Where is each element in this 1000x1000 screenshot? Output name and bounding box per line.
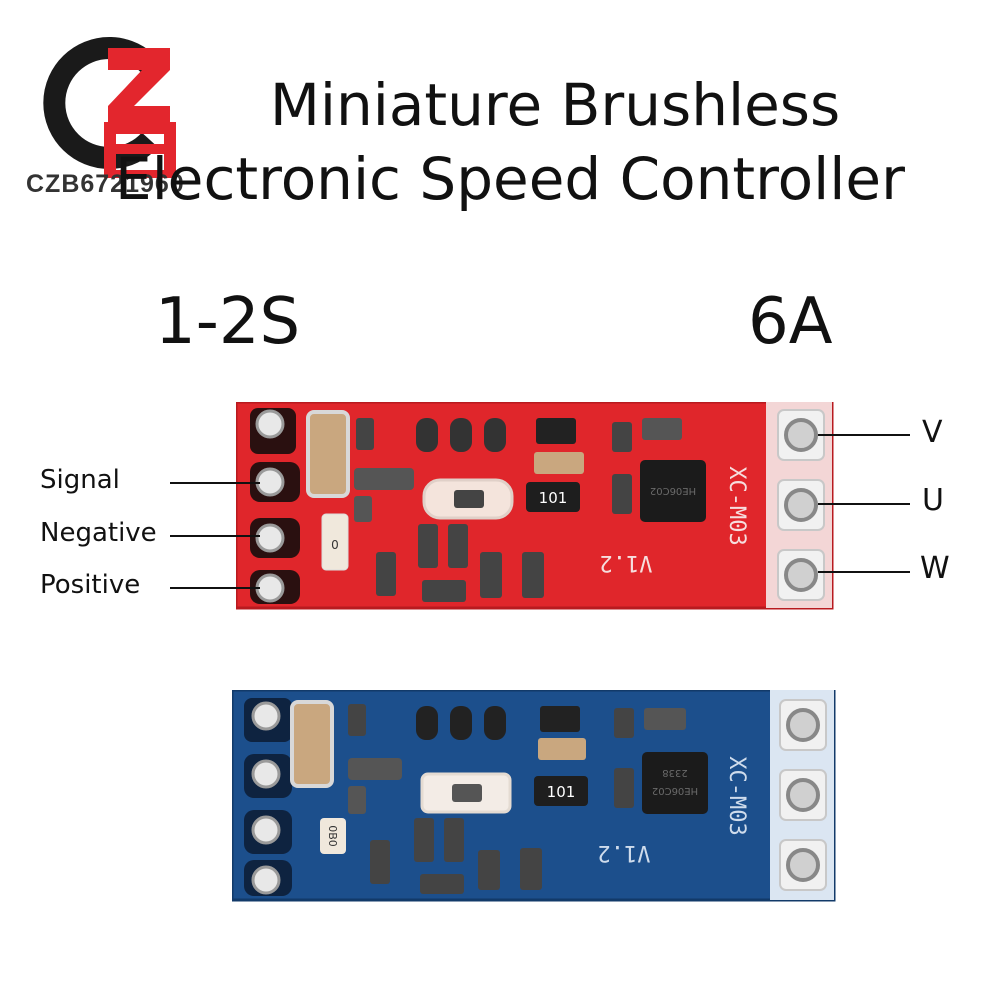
red-chip-label: HE06C02 <box>650 485 696 496</box>
negative-pin-line <box>170 535 260 537</box>
red-mosfet-chip <box>640 460 706 522</box>
blue-silk-label: XC-M03 <box>724 756 749 835</box>
title-line-1: Miniature Brushless <box>269 71 841 139</box>
red-silk-label: XC-M03 <box>724 466 749 545</box>
positive-pin-line <box>170 587 260 589</box>
red-right-pads <box>777 409 825 601</box>
blue-version-label: V1.2 <box>598 840 651 865</box>
blue-right-pads <box>779 699 827 891</box>
current-spec: 6A <box>748 285 833 359</box>
watermark: CZB6721960 <box>26 170 185 198</box>
u-pin-label: U <box>922 483 944 518</box>
positive-pin-label: Positive <box>40 570 141 600</box>
blue-resistor <box>534 776 588 806</box>
signal-pin-line <box>170 482 260 484</box>
blue-esc-board: 101 2338 HE06C02 V1.2 XC-M03 0B0 <box>232 690 836 902</box>
logo-e-shape <box>104 122 176 178</box>
red-esc-board: 101 HE06C02 V1.2 XC-M03 0 <box>236 402 834 610</box>
red-smd-components <box>321 418 682 602</box>
w-pin-label: W <box>920 551 950 586</box>
red-version-label: V1.2 <box>600 550 653 575</box>
w-pin-line <box>818 571 910 573</box>
logo-z-shape <box>108 48 170 128</box>
voltage-spec: 1-2S <box>155 285 301 359</box>
red-small-label: 0 <box>331 538 339 552</box>
logo-e-bar <box>116 144 164 154</box>
blue-small-label: 0B0 <box>326 825 339 847</box>
blue-smd-components <box>320 704 686 894</box>
red-resistor <box>526 482 580 512</box>
blue-resistor-label: 101 <box>547 783 576 801</box>
red-left-pads <box>250 408 300 604</box>
red-resistor-label: 101 <box>539 489 568 507</box>
blue-mosfet-chip <box>642 752 708 814</box>
signal-pin-label: Signal <box>40 465 120 495</box>
v-pin-line <box>818 434 910 436</box>
red-capacitor <box>306 410 350 498</box>
blue-left-pads <box>244 698 292 896</box>
v-pin-label: V <box>922 415 943 450</box>
brand-logo <box>43 37 176 178</box>
blue-capacitor <box>290 700 334 788</box>
negative-pin-label: Negative <box>40 518 157 548</box>
page-title: Miniature Brushless Electronic Speed Con… <box>0 68 1000 216</box>
u-pin-line <box>818 503 910 505</box>
blue-chip-code: 2338 <box>662 767 687 778</box>
blue-chip-label: HE06C02 <box>652 785 698 796</box>
title-line-2: Electronic Speed Controller <box>115 145 905 213</box>
